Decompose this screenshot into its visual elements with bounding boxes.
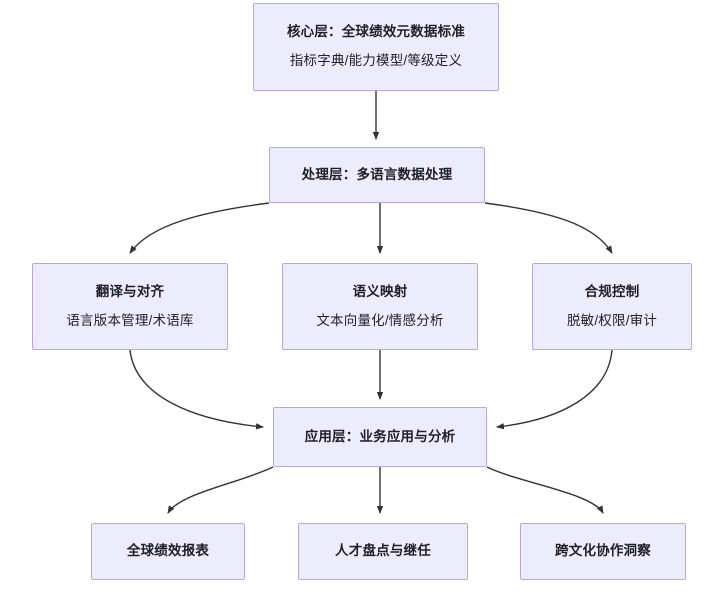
node-cross-culture-insight-title: 跨文化协作洞察 bbox=[555, 543, 651, 559]
edge-compliance-to-app bbox=[496, 349, 613, 430]
node-application-layer-title: 应用层：业务应用与分析 bbox=[304, 428, 456, 444]
node-translation-alignment-title: 翻译与对齐 bbox=[95, 283, 165, 299]
node-semantic-mapping-subtitle: 文本向量化/情感分析 bbox=[316, 312, 444, 328]
edge-translate-to-app bbox=[129, 349, 264, 430]
node-processing-layer[interactable]: 处理层：多语言数据处理 bbox=[269, 147, 485, 203]
node-core-layer-subtitle: 指标字典/能力模型/等级定义 bbox=[289, 53, 463, 68]
node-compliance-control[interactable]: 合规控制 脱敏/权限/审计 bbox=[532, 263, 692, 350]
edge-process-to-compliance bbox=[484, 202, 613, 254]
node-semantic-mapping-title: 语义映射 bbox=[352, 283, 408, 299]
node-translation-alignment-subtitle: 语言版本管理/术语库 bbox=[66, 312, 194, 328]
edge-process-to-translate bbox=[129, 202, 270, 254]
node-application-layer[interactable]: 应用层：业务应用与分析 bbox=[273, 407, 487, 467]
node-semantic-mapping[interactable]: 语义映射 文本向量化/情感分析 bbox=[282, 263, 478, 350]
node-processing-layer-title: 处理层：多语言数据处理 bbox=[301, 166, 453, 182]
node-talent-review-succession-title: 人才盘点与继任 bbox=[335, 543, 431, 559]
node-translation-alignment[interactable]: 翻译与对齐 语言版本管理/术语库 bbox=[32, 263, 228, 350]
edge-app-to-culture bbox=[486, 466, 604, 514]
node-global-performance-report-title: 全球绩效报表 bbox=[126, 543, 210, 559]
node-core-layer-title: 核心层：全球绩效元数据标准 bbox=[286, 24, 466, 40]
edge-app-to-report bbox=[167, 466, 274, 514]
node-compliance-control-title: 合规控制 bbox=[584, 283, 640, 299]
node-core-layer[interactable]: 核心层：全球绩效元数据标准 指标字典/能力模型/等级定义 bbox=[253, 3, 499, 91]
node-global-performance-report[interactable]: 全球绩效报表 bbox=[91, 523, 245, 580]
node-compliance-control-subtitle: 脱敏/权限/审计 bbox=[566, 312, 658, 328]
node-talent-review-succession[interactable]: 人才盘点与继任 bbox=[298, 523, 468, 580]
node-cross-culture-insight[interactable]: 跨文化协作洞察 bbox=[520, 523, 686, 580]
